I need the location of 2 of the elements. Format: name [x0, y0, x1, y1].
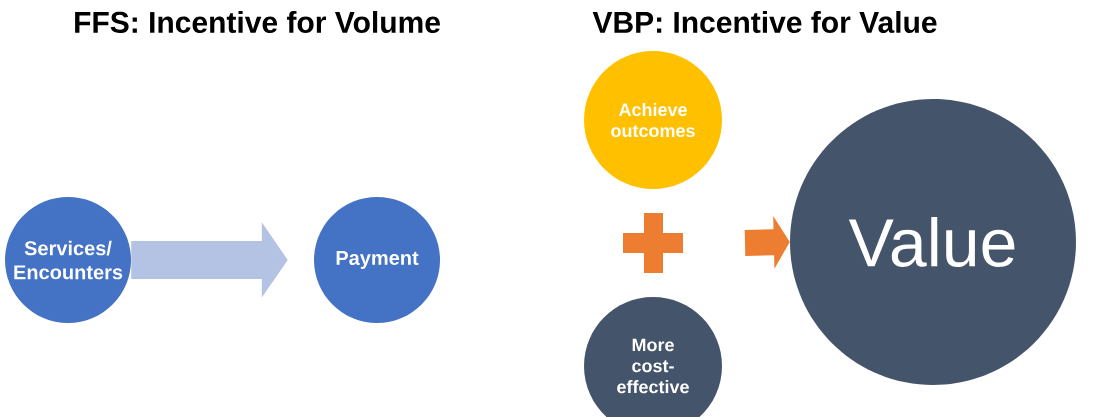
heading: VBP: Incentive for Value [592, 11, 937, 33]
heading: FFS: Incentive for Volume [75, 11, 440, 33]
